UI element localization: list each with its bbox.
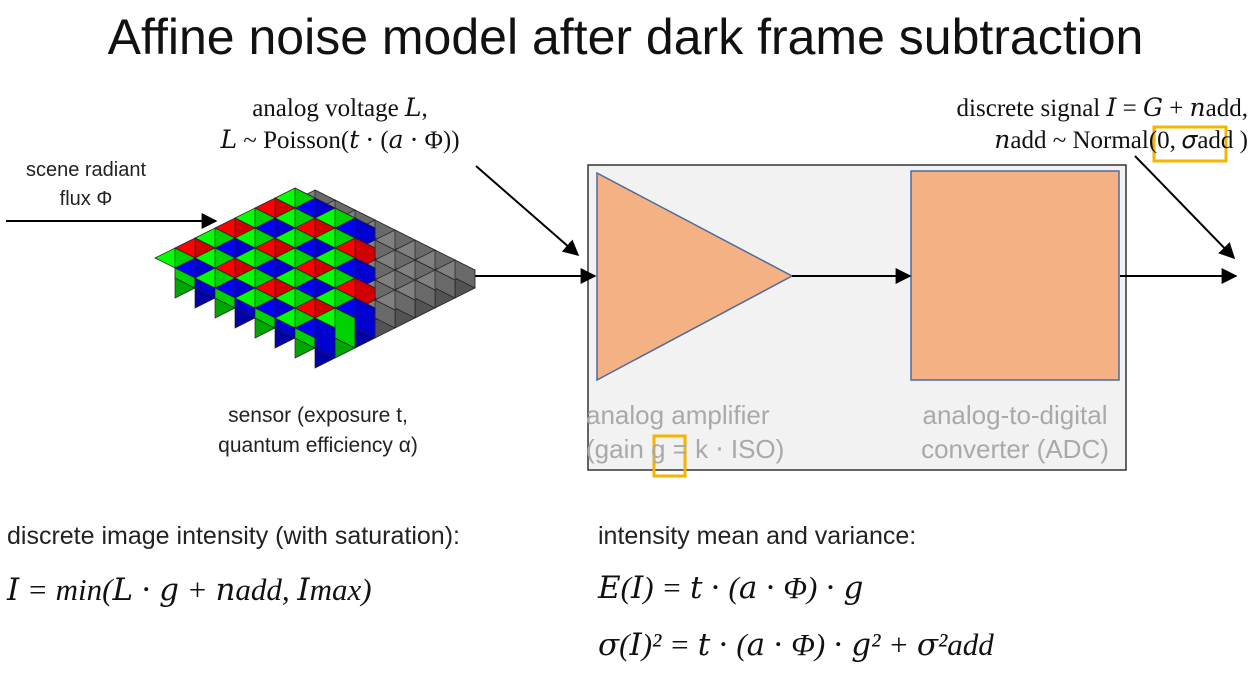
amplifier-gain-symbol: g (651, 434, 666, 464)
sensor-pixel-side (454, 259, 476, 289)
scene-radiant-label: scene radiant flux Φ (6, 156, 166, 214)
adc-caption: analog-to-digital converter (ADC) (900, 398, 1130, 466)
analog-voltage-line2: 𝐿 ~ Poisson(𝑡 ⋅ (𝑎 ⋅ Φ)) (220, 127, 460, 154)
sensor-caption-line2: quantum efficiency α) (218, 434, 418, 457)
page-title: Affine noise model after dark frame subt… (107, 9, 1144, 65)
discrete-signal-line2-prefix: 𝑛add ~ Normal(0, (994, 127, 1176, 154)
arrow-analog-voltage-pointer (475, 165, 580, 257)
right-equation-mean: 𝐸(𝐼) = 𝑡 ⋅ (𝑎 ⋅ Φ) ⋅ 𝑔 (598, 570, 864, 605)
left-equation: 𝐼 = min(𝐿 ⋅ 𝑔 + 𝑛add, 𝐼max) (7, 572, 372, 607)
sensor-caption: sensor (exposure t, quantum efficiency α… (168, 401, 468, 461)
sigma-add-text: 𝜎add (1182, 127, 1234, 154)
scene-radiant-line1: scene radiant (25, 159, 147, 181)
sensor-caption-line1: sensor (exposure t, (228, 404, 408, 427)
amplifier-triangle (596, 171, 794, 382)
sensor-pixel-side (434, 269, 456, 299)
discrete-signal-label: discrete signal 𝐼 = 𝐺 + 𝑛add, 𝑛add ~ Nor… (920, 93, 1248, 157)
sigma-add-highlight (1152, 125, 1228, 163)
amplifier-gain-prefix: (gain (586, 434, 652, 464)
discrete-signal-line2-suffix: ) (1239, 127, 1248, 154)
adc-caption-line1: analog-to-digital (922, 400, 1108, 430)
scene-radiant-line2: flux Φ (59, 188, 113, 210)
discrete-signal-line2: 𝑛add ~ Normal(0, 𝜎add ) (920, 125, 1248, 157)
sensor-pixel-side (414, 279, 436, 309)
amplifier-caption-line2: (gain g = k ⋅ ISO) (586, 432, 806, 466)
right-equation-variance: 𝜎(𝐼)² = 𝑡 ⋅ (𝑎 ⋅ Φ) ⋅ 𝑔² + 𝜎²add (598, 627, 994, 662)
adc-block (910, 170, 1120, 381)
amplifier-gain-suffix: = k ⋅ ISO) (665, 434, 785, 464)
right-heading: intensity mean and variance: (598, 522, 917, 550)
sensor-pixel-side (394, 289, 416, 319)
discrete-signal-line1: discrete signal 𝐼 = 𝐺 + 𝑛add, (956, 95, 1248, 122)
gain-g-highlight (652, 434, 687, 478)
sensor-pixel-side (314, 317, 336, 359)
left-heading: discrete image intensity (with saturatio… (7, 522, 460, 550)
amplifier-caption-line1: analog amplifier (586, 400, 770, 430)
analog-voltage-line1: analog voltage 𝐿, (252, 95, 428, 122)
bayer-sensor-illustration (154, 187, 476, 369)
analog-voltage-label: analog voltage 𝐿, 𝐿 ~ Poisson(𝑡 ⋅ (𝑎 ⋅ Φ… (185, 93, 495, 157)
arrow-discrete-signal-pointer (1134, 155, 1236, 260)
amplifier-caption: analog amplifier (gain g = k ⋅ ISO) (586, 398, 806, 466)
adc-caption-line2: converter (ADC) (921, 434, 1109, 464)
